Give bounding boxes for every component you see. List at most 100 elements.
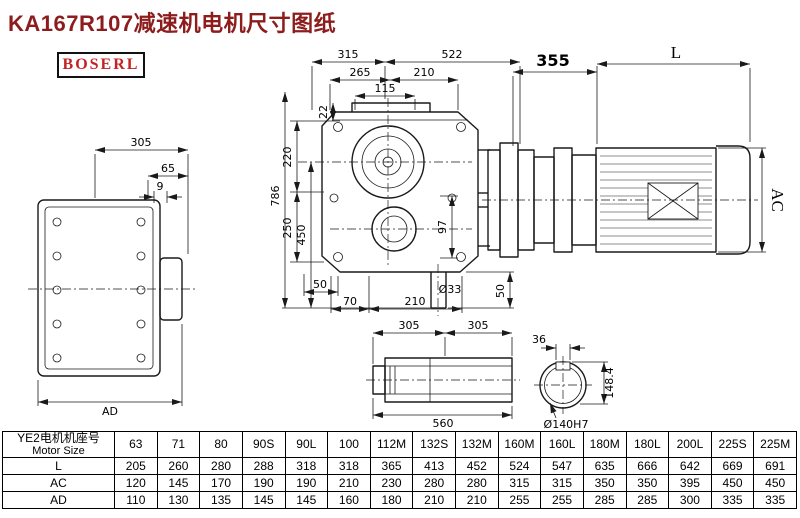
size-column-header: 180L — [625, 431, 670, 458]
size-column-header: 225S — [710, 431, 755, 458]
housing-top-boss — [351, 102, 431, 112]
dim-motor-l: L — [671, 43, 681, 62]
motor-view: 355 L AC — [478, 43, 787, 258]
dim-motor-ac: AC — [768, 188, 787, 212]
table-cell: 300 — [668, 491, 712, 509]
dim-side-ad: AD — [102, 405, 118, 418]
size-column-header: 71 — [156, 431, 201, 458]
dim-bore-148-4: 148.4 — [603, 367, 616, 399]
table-cell: 180 — [369, 491, 414, 509]
table-cell: 145 — [284, 491, 329, 509]
size-column-header: 225M — [753, 431, 797, 458]
size-column-header: 90S — [241, 431, 286, 458]
table-cell: 350 — [582, 474, 627, 492]
table-cell: 255 — [497, 491, 542, 509]
dim-side-65: 65 — [161, 162, 175, 175]
table-cell: 205 — [114, 457, 158, 475]
dim-front-265: 265 — [350, 66, 371, 79]
dim-front-250: 250 — [281, 218, 294, 239]
row-label: AD — [2, 491, 115, 509]
table-cell: 160 — [327, 491, 371, 509]
size-column-header: 132M — [455, 431, 499, 458]
boserl-logo-text: BOSERL — [62, 56, 140, 73]
dim-side-9: 9 — [157, 180, 164, 193]
side-housing-outline — [37, 199, 161, 377]
size-column-header: 90L — [284, 431, 329, 458]
dim-front-450: 450 — [295, 225, 308, 246]
side-view: 305 65 9 AD — [28, 136, 196, 418]
table-cell: 285 — [582, 491, 627, 509]
bore-view: 36 148.4 Ø140H7 — [532, 333, 616, 430]
table-cell: 335 — [710, 491, 755, 509]
table-cell: 635 — [582, 457, 627, 475]
table-cell: 170 — [199, 474, 243, 492]
dim-front-210-top: 210 — [414, 66, 435, 79]
dim-bore-36: 36 — [532, 333, 546, 346]
table-cell: 365 — [369, 457, 414, 475]
dim-side-305: 305 — [131, 136, 152, 149]
table-cell: 669 — [710, 457, 755, 475]
size-column-header: 132S — [412, 431, 456, 458]
table-cell: 190 — [241, 474, 286, 492]
table-cell: 450 — [710, 474, 755, 492]
table-cell: 260 — [156, 457, 201, 475]
dim-sleeve-305-right: 305 — [468, 319, 489, 332]
size-column-header: 160M — [497, 431, 542, 458]
table-cell: 145 — [241, 491, 286, 509]
table-cell: 280 — [455, 474, 499, 492]
table-cell: 130 — [156, 491, 201, 509]
table-cell: 642 — [668, 457, 712, 475]
table-cell: 135 — [199, 491, 243, 509]
table-cell: 110 — [114, 491, 158, 509]
table-cell: 255 — [540, 491, 584, 509]
table-cell: 318 — [284, 457, 329, 475]
dim-front-d33: Ø33 — [439, 283, 462, 296]
gearbox-housing-outline — [321, 111, 479, 273]
corner-label-cn: YE2电机机座号 — [17, 431, 100, 445]
dim-front-97: 97 — [436, 220, 449, 234]
boserl-logo: BOSERL — [57, 52, 145, 78]
size-column-header: 80 — [199, 431, 243, 458]
table-cell: 210 — [327, 474, 371, 492]
size-column-header: 200L — [668, 431, 712, 458]
table-cell: 210 — [412, 491, 456, 509]
row-label: AC — [2, 474, 115, 492]
table-cell: 120 — [114, 474, 158, 492]
size-column-header: 100 — [327, 431, 371, 458]
dim-front-210-bottom: 210 — [405, 295, 426, 308]
dim-front-522: 522 — [442, 48, 463, 61]
page-title: KA167R107减速机电机尺寸图纸 — [8, 11, 337, 36]
table-cell: 350 — [625, 474, 670, 492]
dim-front-70: 70 — [343, 295, 357, 308]
table-cell: 450 — [753, 474, 797, 492]
size-column-header: 63 — [114, 431, 158, 458]
table-cell: 190 — [284, 474, 329, 492]
table-cell: 280 — [412, 474, 456, 492]
table-cell: 666 — [625, 457, 670, 475]
dim-front-22: 22 — [317, 105, 330, 119]
dim-front-115: 115 — [375, 82, 396, 95]
row-label: L — [2, 457, 115, 475]
table-cell: 285 — [625, 491, 670, 509]
dim-front-315: 315 — [338, 48, 359, 61]
table-cell: 210 — [455, 491, 499, 509]
sleeve-view: 305 305 560 — [366, 319, 520, 430]
table-cell: 318 — [327, 457, 371, 475]
table-cell: 335 — [753, 491, 797, 509]
dim-front-50-right: 50 — [494, 284, 507, 298]
table-cell: 280 — [199, 457, 243, 475]
table-cell: 691 — [753, 457, 797, 475]
table-cell: 288 — [241, 457, 286, 475]
table-cell: 315 — [540, 474, 584, 492]
size-column-header: 112M — [369, 431, 414, 458]
table-cell: 452 — [455, 457, 499, 475]
corner-label-en: Motor Size — [32, 445, 85, 457]
dim-front-786: 786 — [269, 186, 282, 207]
dim-bore-d140: Ø140H7 — [544, 418, 589, 430]
